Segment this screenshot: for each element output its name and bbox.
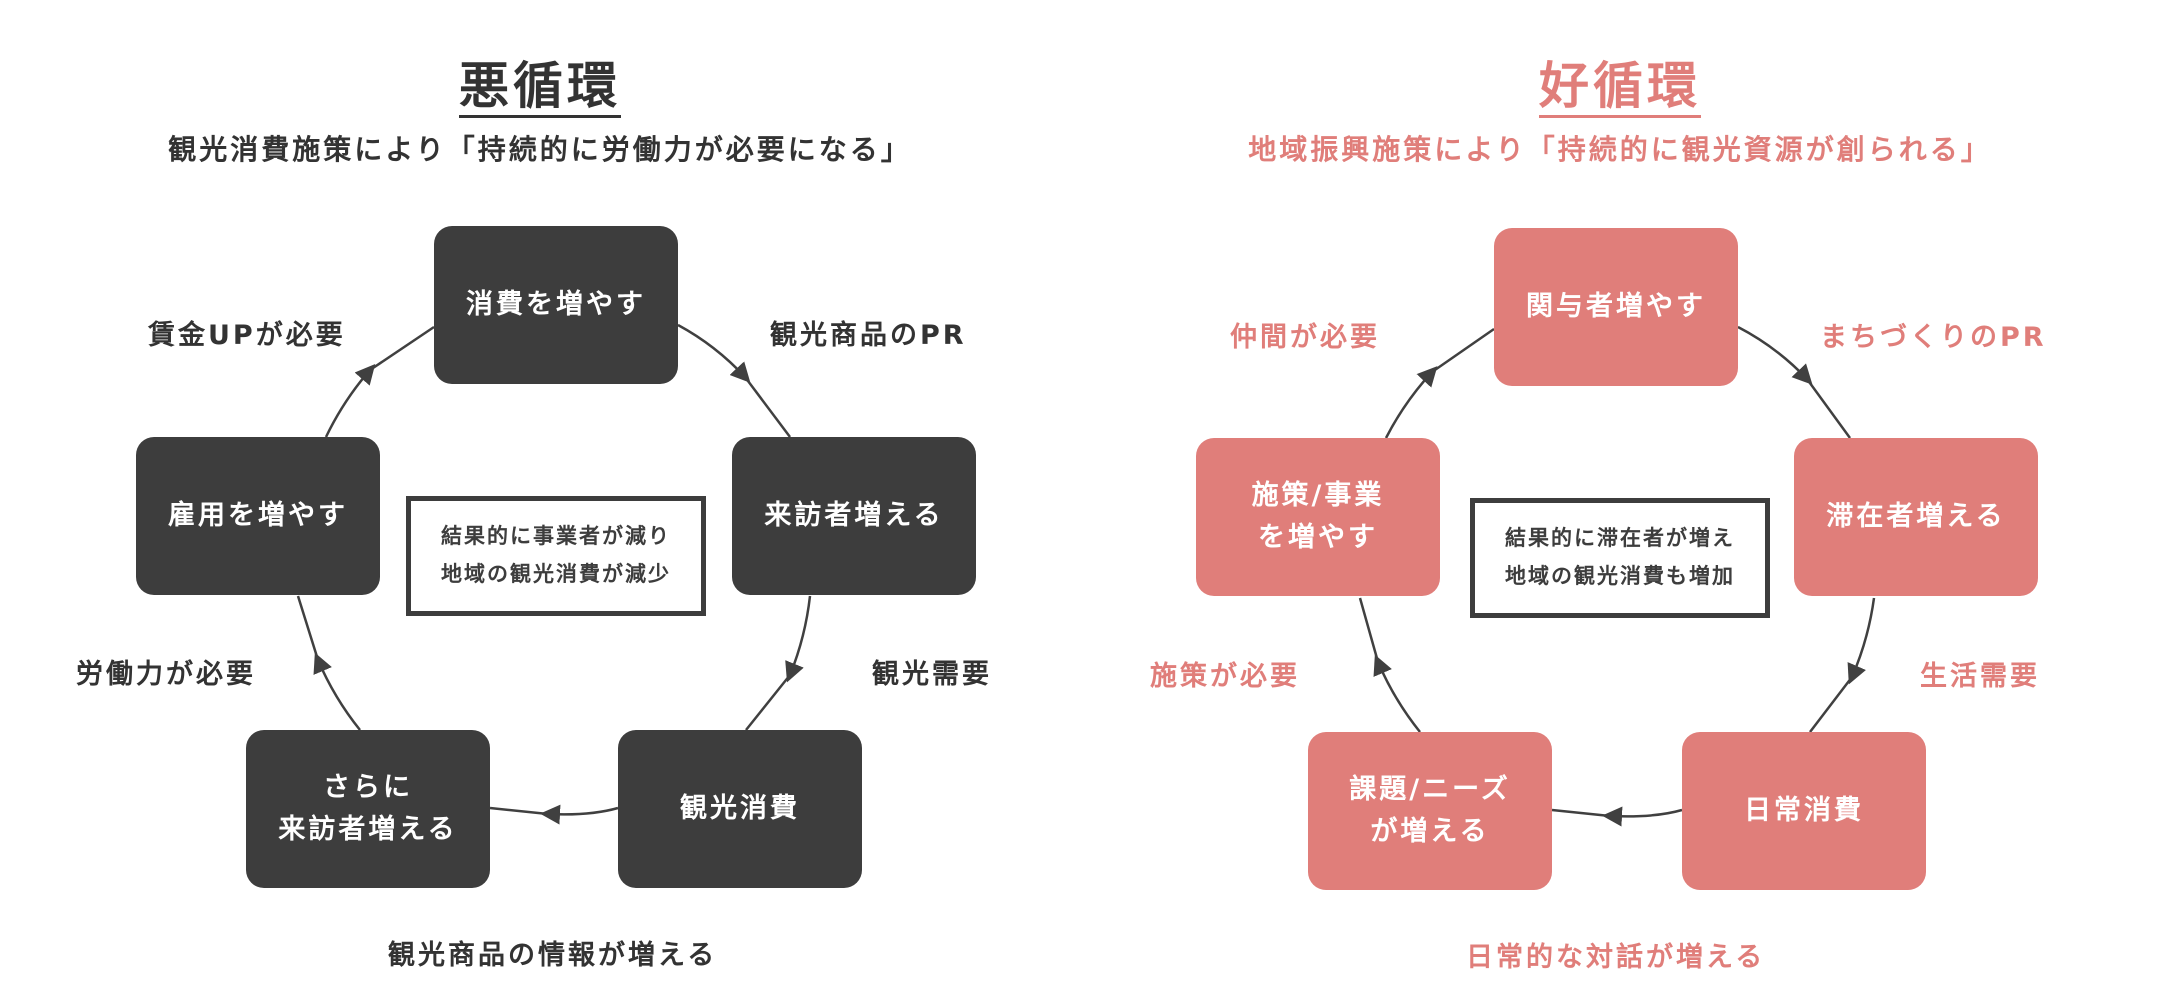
virtuous-cycle-title: 好循環	[1539, 57, 1701, 115]
vicious-node-right: 来訪者増える	[732, 437, 976, 595]
virtuous-cycle-subtitle: 地域振興施策により「持続的に観光資源が創られる」	[1248, 133, 1992, 166]
arrow-top-to-right	[1737, 325, 1813, 385]
vicious-label-top-right: 観光商品のPR	[770, 320, 967, 351]
arrow-left-to-top	[324, 363, 376, 438]
vicious-node-bottom-right: 観光消費	[618, 730, 862, 888]
arrow-top-to-right-tail	[744, 376, 791, 438]
arrow-bottom-right-to-bottom-left	[540, 804, 619, 825]
virtuous-node-left: 施策/事業 を増やす	[1196, 438, 1440, 596]
virtuous-label-top-right: まちづくりのPR	[1820, 322, 2047, 353]
arrow-right-to-bottom-right-tail	[1809, 676, 1853, 733]
virtuous-label-bottom: 日常的な対話が増える	[1466, 942, 1766, 973]
arrow-right-to-bottom-right	[785, 595, 812, 683]
arrow-left-to-top-tail	[1431, 327, 1495, 374]
virtuous-center-result: 結果的に滞在者が増え 地域の観光消費も増加	[1470, 498, 1770, 618]
arrow-right-to-bottom-right-tail	[745, 674, 791, 731]
virtuous-cycle-panel: 好循環 地域振興施策により「持続的に観光資源が創られる」 関与者増やす 滞在者増…	[1080, 0, 2160, 984]
arrow-bottom-left-to-left-tail	[296, 595, 320, 661]
virtuous-node-top: 関与者増やす	[1494, 228, 1738, 386]
vicious-label-bottom: 観光商品の情報が増える	[388, 940, 718, 971]
vicious-cycle-subtitle: 観光消費施策により「持続的に労働力が必要になる」	[168, 133, 912, 166]
vicious-node-top: 消費を増やす	[434, 226, 678, 384]
arrow-bottom-left-to-left	[313, 652, 361, 731]
vicious-node-left: 雇用を増やす	[136, 437, 380, 595]
arrow-bottom-right-to-bottom-left	[1602, 806, 1683, 827]
arrow-bottom-left-to-left	[1373, 654, 1421, 733]
arrow-bottom-right-to-bottom-left-tail	[489, 806, 549, 816]
virtuous-node-right: 滞在者増える	[1794, 438, 2038, 596]
vicious-cycle-title: 悪循環	[459, 57, 621, 115]
arrow-bottom-right-to-bottom-left-tail	[1551, 808, 1611, 818]
vicious-center-result: 結果的に事業者が減り 地域の観光消費が減少	[406, 496, 706, 616]
virtuous-cycle-arrows	[1358, 325, 1876, 827]
virtuous-label-left-lower: 施策が必要	[1150, 661, 1300, 692]
arrow-left-to-top	[1384, 366, 1438, 439]
vicious-cycle-panel: 悪循環 観光消費施策により「持続的に労働力が必要になる」 消費を増やす 来訪者増…	[76, 57, 992, 971]
virtuous-node-bottom-left: 課題/ニーズ が増える	[1308, 732, 1552, 890]
vicious-node-bottom-left: さらに 来訪者増える	[246, 730, 490, 888]
vicious-label-top-left: 賃金UPが必要	[148, 320, 346, 351]
virtuous-label-top-left: 仲間が必要	[1230, 322, 1380, 353]
vicious-label-right-lower: 観光需要	[872, 659, 992, 690]
arrow-left-to-top-tail	[369, 325, 435, 372]
vicious-cycle-arrows	[296, 323, 812, 825]
arrow-bottom-left-to-left-tail	[1358, 597, 1380, 663]
virtuous-node-bottom-right: 日常消費	[1682, 732, 1926, 890]
vicious-label-left-lower: 労働力が必要	[76, 659, 256, 690]
arrow-top-to-right	[677, 323, 751, 383]
arrow-right-to-bottom-right	[1847, 597, 1876, 685]
virtuous-label-right-lower: 生活需要	[1920, 661, 2040, 692]
arrow-top-to-right-tail	[1805, 378, 1852, 439]
